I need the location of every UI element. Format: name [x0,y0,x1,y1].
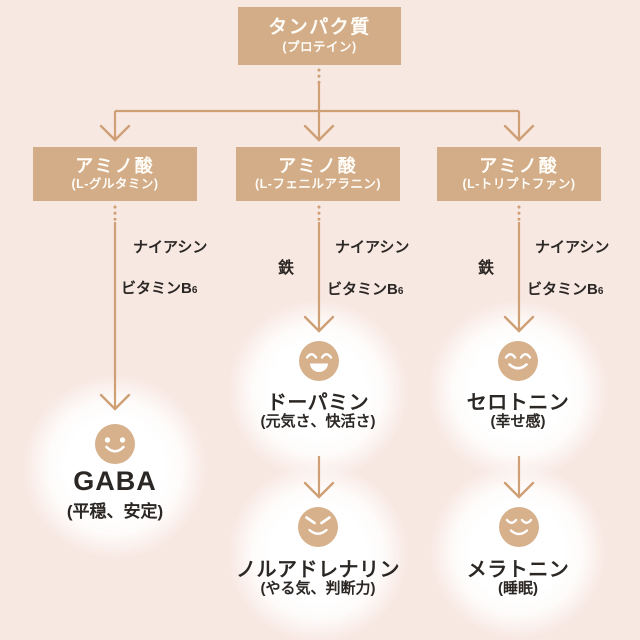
protein-subtitle: (プロテイン) [282,40,357,55]
cofactor-niacin: ナイアシン [133,239,208,256]
amino-box-phenylalanine: アミノ酸 (L-フェニルアラニン) [236,147,400,201]
node-effect-dopamine: (元気さ、快活さ) [260,413,376,430]
amino-subtitle: (L-フェニルアラニン) [254,177,382,192]
node-name-gaba: GABA [73,466,157,496]
amino-title: アミノ酸 [278,155,358,176]
sleeping-face-icon [499,507,539,547]
node-name-serotonin: セロトニン [466,392,570,414]
node-effect-gaba: (平穏、安定) [66,502,164,521]
node-name-melatonin: メラトニン [466,559,570,581]
amino-box-tryptophan: アミノ酸 (L-トリプトファン) [437,147,601,201]
laughing-face-icon [299,341,339,381]
cofactor-niacin: ナイアシン [535,239,610,256]
determined-face-icon [298,507,338,547]
node-effect-serotonin: (幸せ感) [490,413,546,430]
cofactor-vitamin-b6: ビタミンB6 [527,281,604,298]
amino-subtitle: (L-グルタミン) [71,177,159,192]
protein-box: タンパク質 (プロテイン) [238,7,401,65]
amino-title: アミノ酸 [479,155,559,176]
cofactor-niacin: ナイアシン [335,239,410,256]
cofactor-iron: 鉄 [478,260,495,277]
smiling-face-icon [95,424,135,464]
node-name-noradrenaline: ノルアドレナリン [236,559,400,581]
cofactor-vitamin-b6: ビタミンB6 [121,280,198,297]
cofactor-iron: 鉄 [278,260,295,277]
node-name-dopamine: ドーパミン [266,392,370,414]
protein-title: タンパク質 [268,17,371,39]
amino-box-glutamine: アミノ酸 (L-グルタミン) [33,147,197,201]
node-effect-melatonin: (睡眠) [498,580,538,597]
cofactor-vitamin-b6: ビタミンB6 [327,281,404,298]
node-effect-noradrenaline: (やる気、判断力) [260,580,376,597]
amino-title: アミノ酸 [75,155,155,176]
content-face-icon [498,341,538,381]
amino-subtitle: (L-トリプトファン) [462,177,576,192]
